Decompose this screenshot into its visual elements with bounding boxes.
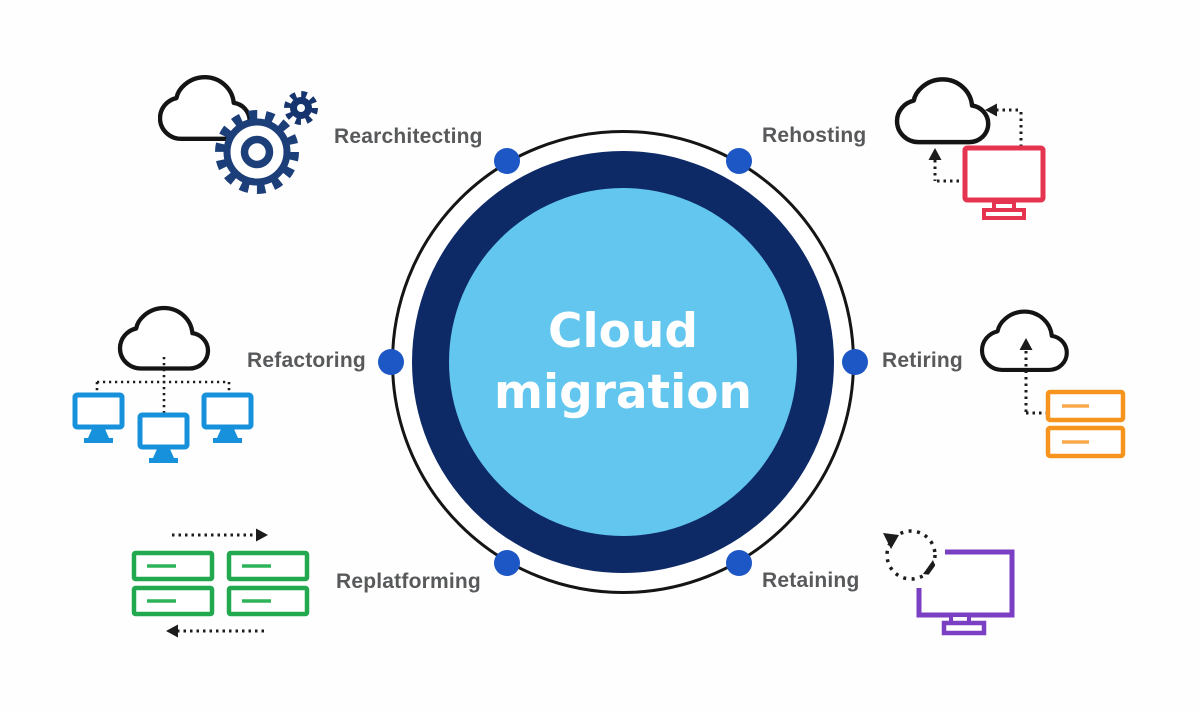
cloud-servers-icon <box>979 309 1126 459</box>
label-retaining: Retaining <box>762 569 860 592</box>
monitor-icon <box>916 549 1015 636</box>
node-dot-replatforming <box>494 550 520 576</box>
label-rehosting: Rehosting <box>762 124 867 147</box>
servers-swap-icon <box>131 528 310 638</box>
cloud-icon <box>894 77 991 145</box>
node-dot-retiring <box>842 349 868 375</box>
monitor-icon <box>201 392 254 443</box>
arrowhead-left <box>166 624 178 638</box>
dotted-arrow-up-icon <box>933 160 962 183</box>
monitor-refresh-icon <box>883 529 1015 636</box>
node-dot-retaining <box>726 550 752 576</box>
label-retiring: Retiring <box>882 349 963 372</box>
monitor-icon <box>137 412 190 463</box>
arrowhead-up <box>928 148 942 160</box>
server-box-icon <box>226 550 310 582</box>
center-circle: Cloud migration <box>449 188 797 536</box>
server-box-icon <box>131 550 215 582</box>
cloud-icon <box>117 305 211 371</box>
monitor-icon <box>72 392 125 443</box>
arrowhead-left <box>985 103 997 117</box>
server-box-icon <box>131 585 215 617</box>
dotted-connector-lines <box>95 357 231 414</box>
arrowhead-cycle-left <box>883 533 899 549</box>
label-replatforming: Replatforming <box>336 570 481 593</box>
node-dot-refactoring <box>378 349 404 375</box>
cloud-monitors-icon <box>72 305 254 463</box>
label-refactoring: Refactoring <box>247 349 366 372</box>
server-box-icon <box>1045 389 1126 423</box>
label-rearchitecting: Rearchitecting <box>334 125 483 148</box>
diagram-title: Cloud migration <box>494 301 752 423</box>
refresh-cycle-icon <box>885 529 937 581</box>
node-dot-rearchitecting <box>494 148 520 174</box>
server-box-icon <box>226 585 310 617</box>
dotted-arrow-to-cloud-icon <box>996 108 1023 146</box>
cloud-monitor-icon <box>894 77 1046 220</box>
monitor-icon <box>962 145 1046 220</box>
server-box-icon <box>1045 425 1126 459</box>
title-line-1: Cloud <box>547 304 698 359</box>
cloud-icon <box>979 309 1069 372</box>
cloud-gears-icon <box>158 75 318 194</box>
gear-large-icon <box>215 110 299 194</box>
gear-small-icon <box>284 91 318 125</box>
node-dot-rehosting <box>726 148 752 174</box>
arrowhead-right <box>256 528 268 542</box>
title-line-2: migration <box>494 365 752 420</box>
arrowhead-up <box>1019 338 1033 350</box>
